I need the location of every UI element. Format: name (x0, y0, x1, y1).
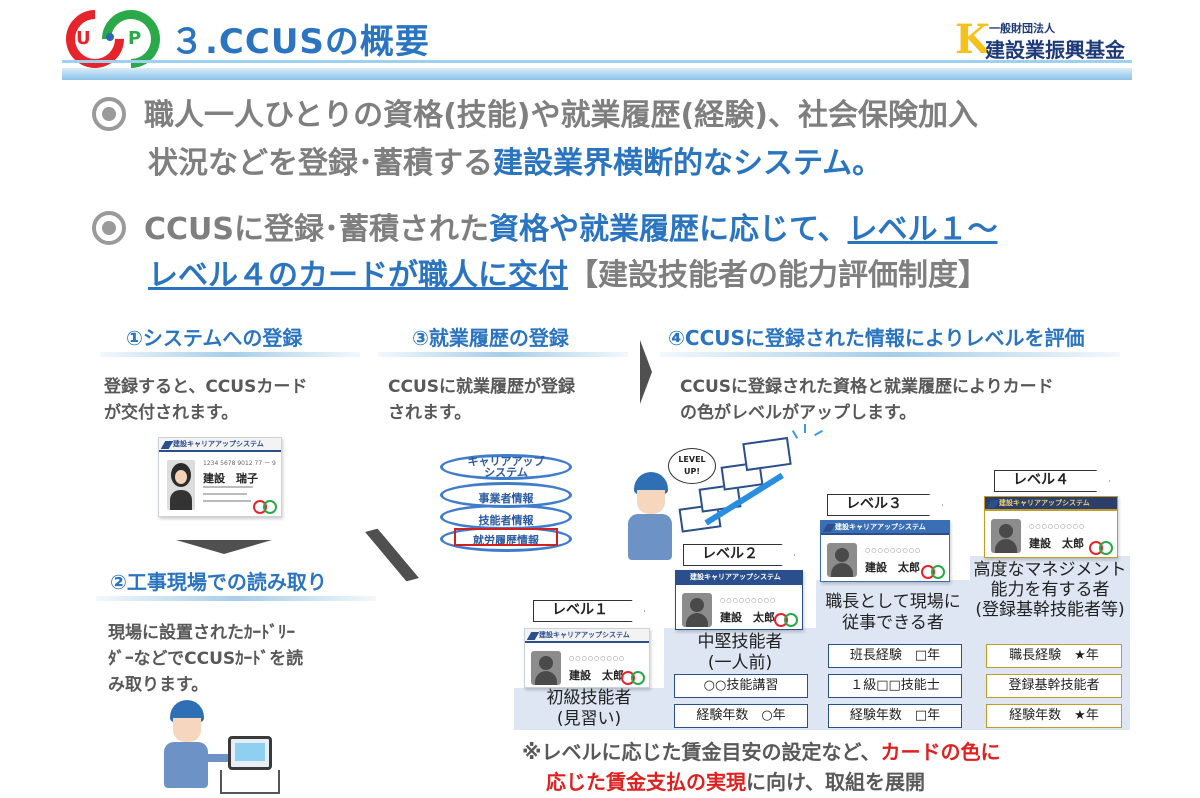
level-4-card: 建設キャリアアップシステム ○○○○○○○○○ 建設 太郎 (984, 496, 1118, 558)
card-avatar-icon (991, 519, 1021, 553)
step-3-description: CCUSに就業履歴が登録 されます。 (388, 377, 575, 423)
helmet-icon (170, 700, 204, 722)
database-layer-worker: 技能者情報 (478, 514, 534, 527)
step-1-title: ①システムへの登録 (126, 326, 303, 350)
step-4-underline (660, 352, 1120, 357)
org-type-label: 一般財団法人 (989, 22, 1055, 35)
card-ccus-logo-icon (253, 500, 277, 514)
card-avatar-icon (531, 651, 561, 685)
header-divider-thin (62, 60, 1132, 63)
level-4-panel (970, 556, 1130, 730)
chevron-right-icon (640, 340, 652, 404)
level-1-description: 初級技能者 (見習い) (546, 688, 632, 729)
card-ccus-logo-icon (1089, 541, 1113, 555)
level-2-condition-2: 経験年数 ○年 (674, 704, 808, 728)
level-3-condition-1: 班長経験 □年 (828, 644, 962, 668)
level-1-card: 建設キャリアアップシステム ○○○○○○○○○ 建設 太郎 (524, 628, 650, 688)
bullet-1-line-2: 状況などを登録･蓄積する建設業界横断的なシステム。 (148, 146, 883, 181)
level-2-condition-1: ○○技能講習 (674, 674, 808, 698)
slide-header: U P ３.CCUSの概要 K 一般財団法人 建設業振興基金 (0, 0, 1200, 81)
database-layer-employer: 事業者情報 (478, 492, 534, 505)
worker-scanning-illustration (150, 698, 290, 796)
logo-letter-p: P (128, 28, 142, 49)
level-2-description: 中堅技能者 (一人前) (697, 632, 783, 673)
step-2-underline (96, 596, 376, 601)
bullet-1-line-1: 職人一人ひとりの資格(技能)や就業履歴(経験)、社会保険加入 (92, 92, 978, 140)
down-arrow-icon (176, 540, 272, 554)
logo-letter-u: U (76, 28, 91, 49)
worker-level-up-illustration (628, 470, 688, 560)
card-avatar-icon (682, 593, 712, 627)
card-holder-name: 建設 瑞子 (203, 472, 258, 485)
step-4-title: ④CCUSに登録された情報によりレベルを評価 (668, 326, 1085, 350)
level-3-card: 建設キャリアアップシステム ○○○○○○○○○ 建設 太郎 (820, 520, 950, 582)
bullet-2-line-1: CCUSに登録･蓄積された資格や就業履歴に応じて、レベル１～ (92, 206, 998, 254)
org-name: 建設業振興基金 (985, 38, 1125, 62)
level-3-tag: レベル３ (827, 494, 943, 516)
bullet-circle-icon (92, 96, 126, 131)
step-1-description: 登録すると、CCUSカード が交付されます。 (104, 377, 308, 423)
level-3-condition-3: 経験年数 □年 (828, 704, 962, 728)
step-4-description: CCUSに登録された資格と就業履歴によりカード の色がレベルがアップします。 (680, 377, 1054, 423)
level-4-description: 高度なマネジメント 能力を有する者 (登録基幹技能者等) (973, 560, 1127, 620)
header-divider (62, 68, 1132, 80)
level-up-speech-bubble: LEVEL UP! (668, 448, 716, 484)
level-2-tag: レベル２ (683, 544, 795, 566)
level-3-description: 職長として現場に 従事できる者 (825, 592, 961, 633)
org-k-mark-icon: K (955, 16, 990, 63)
organization-logo: K 一般財団法人 建設業振興基金 (955, 16, 1135, 64)
step-3-title: ③就業履歴の登録 (412, 326, 569, 350)
ucp-logo-dot (106, 33, 114, 41)
step-2-description: 現場に設置されたｶｰﾄﾞﾘｰ ﾀﾞｰなどでCCUSｶｰﾄﾞを読 み取ります。 (108, 623, 304, 695)
level-1-tag: レベル１ (533, 600, 645, 622)
level-3-condition-2: １級□□技能士 (828, 674, 962, 698)
card-ccus-logo-icon (621, 671, 645, 685)
career-up-system-database-icon: キャリアアップ システム 事業者情報 技能者情報 就労履歴情報 (440, 454, 572, 552)
card-reader-icon (228, 736, 272, 770)
level-1-panel (514, 688, 664, 730)
level-4-condition-2: 登録基幹技能者 (986, 674, 1122, 698)
page-title: ３.CCUSの概要 (170, 22, 430, 62)
bullet-circle-icon (92, 210, 126, 245)
card-avatar-icon (827, 543, 857, 577)
step-2-title: ②工事現場での読み取り (110, 570, 327, 594)
card-photo-woman (167, 460, 195, 510)
level-4-condition-1: 職長経験 ★年 (986, 644, 1122, 668)
sparkle-lines-icon (790, 424, 823, 454)
step-1-underline (100, 352, 360, 357)
work-history-highlight (454, 528, 558, 546)
card-ccus-logo-icon (774, 613, 798, 627)
bullet-2-line-2: レベル４のカードが職人に交付【建設技能者の能力評価制度】 (148, 258, 988, 293)
card-ccus-logo-icon (921, 565, 945, 579)
diagonal-arrow-icon (365, 524, 419, 585)
sample-ccus-card: 建設キャリアアップシステム 1234 5678 9012 77 ー 9 建設 瑞… (158, 437, 282, 517)
step-3-underline (378, 352, 628, 357)
note-line-1: ※レベルに応じた賃金目安の設定など、カードの色に (522, 740, 1001, 764)
mini-card-4 (742, 436, 792, 472)
database-layer-work-history: 就労履歴情報 (473, 534, 539, 547)
level-4-tag: レベル４ (994, 470, 1110, 492)
level-2-card: 建設キャリアアップシステム ○○○○○○○○○ 建設 太郎 (675, 570, 803, 630)
helmet-icon (634, 472, 668, 494)
level-4-condition-3: 経験年数 ★年 (986, 704, 1122, 728)
card-number: 1234 5678 9012 77 ー 9 (203, 460, 276, 467)
card-system-label: 建設キャリアアップシステム (159, 438, 281, 452)
note-line-2: 応じた賃金支払の実現に向け、取組を展開 (546, 770, 925, 794)
database-title: キャリアアップ システム (467, 455, 545, 479)
